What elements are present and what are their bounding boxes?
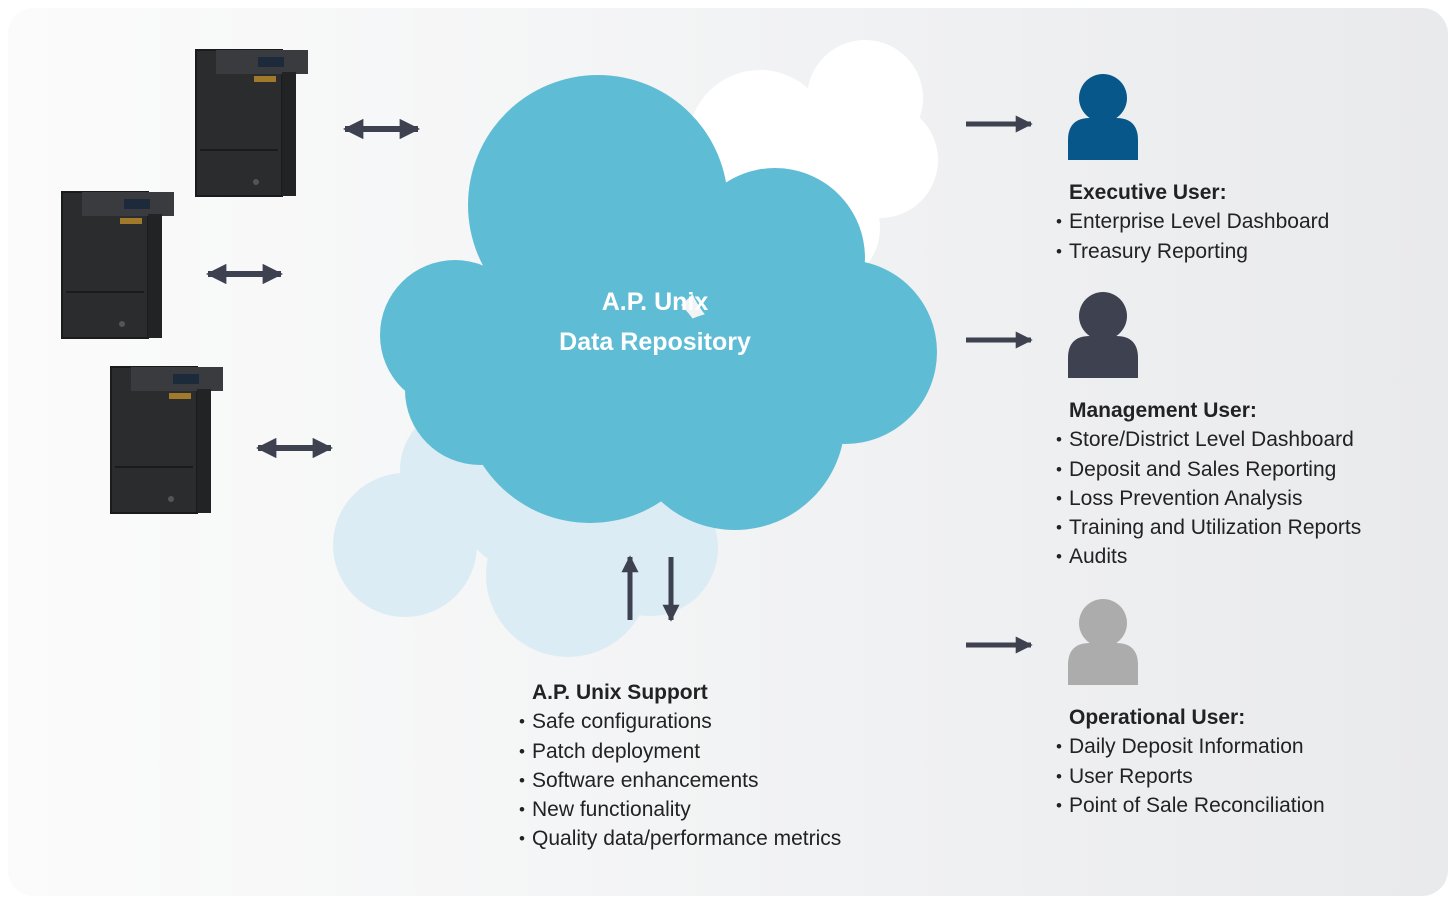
list-item: Patch deployment — [519, 737, 841, 767]
user-heading: Management User: — [1069, 399, 1257, 422]
list-item: Training and Utilization Reports — [1056, 513, 1361, 543]
list-item: User Reports — [1056, 762, 1325, 792]
user-icon — [1068, 292, 1138, 378]
list-item: Safe configurations — [519, 707, 841, 737]
support-heading: A.P. Unix Support — [532, 681, 708, 704]
support-block: A.P. Unix Support Safe configurations Pa… — [519, 678, 841, 854]
management-user-block: Management User: Store/District Level Da… — [1056, 396, 1361, 572]
safe-device-2 — [61, 191, 175, 339]
cloud-title-line2: Data Repository — [559, 328, 751, 356]
data-repository-cloud — [380, 75, 937, 530]
user-icon — [1068, 74, 1138, 160]
list-item: Audits — [1056, 542, 1361, 572]
list-item: Deposit and Sales Reporting — [1056, 455, 1361, 485]
list-item: Treasury Reporting — [1056, 237, 1329, 267]
user-heading: Executive User: — [1069, 181, 1227, 204]
list-item: Quality data/performance metrics — [519, 824, 841, 854]
safe-device-1 — [195, 49, 309, 197]
list-item: Daily Deposit Information — [1056, 732, 1325, 762]
executive-user-block: Executive User: Enterprise Level Dashboa… — [1056, 178, 1329, 266]
safe-device-3 — [110, 366, 224, 514]
list-item: New functionality — [519, 795, 841, 825]
list-item: Loss Prevention Analysis — [1056, 484, 1361, 514]
user-icon — [1068, 599, 1138, 685]
operational-user-block: Operational User: Daily Deposit Informat… — [1056, 703, 1325, 820]
cloud-title: A.P. Unix Data Repository — [470, 282, 840, 362]
user-heading: Operational User: — [1069, 706, 1246, 729]
cloud-title-line1: A.P. Unix — [601, 288, 709, 316]
list-item: Point of Sale Reconciliation — [1056, 791, 1325, 821]
list-item: Store/District Level Dashboard — [1056, 425, 1361, 455]
list-item: Enterprise Level Dashboard — [1056, 207, 1329, 237]
list-item: Software enhancements — [519, 766, 841, 796]
